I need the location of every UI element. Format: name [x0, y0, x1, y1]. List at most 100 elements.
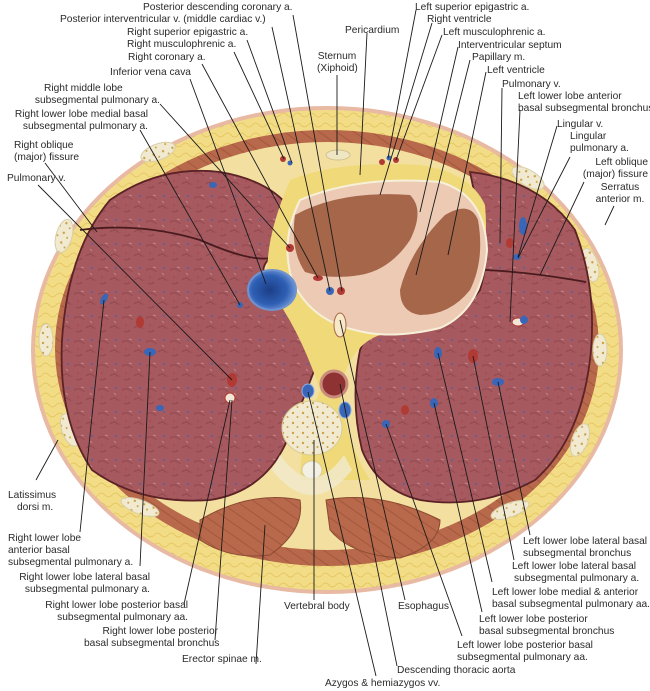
label-lll-lateral-basal-a: Left lower lobe lateral basal subsegment… [512, 561, 639, 585]
label-line: basal subsegmental bronchus [518, 103, 650, 114]
leader-erector [255, 524, 266, 665]
right-oblique-fissure [79, 226, 271, 260]
label-line: basal subsegmental bronchus [84, 638, 220, 649]
vertebral-arch [272, 455, 352, 495]
label-line: (major) fissure [14, 152, 80, 163]
label-line: Serratus [600, 182, 640, 193]
leader-posterior-descending-coronary [292, 14, 343, 292]
leader-right-oblique [44, 162, 98, 233]
label-left-ventricle: Left ventricle [487, 65, 545, 76]
leader-left-musculophrenic [395, 34, 443, 161]
rib [490, 500, 530, 520]
label-line: subsegmental bronchus [523, 548, 632, 559]
label-posterior-descending-coronary-a: Posterior descending coronary a. [143, 2, 293, 13]
label-line: Left lower lobe medial & anterior [492, 587, 639, 598]
label-line: Right middle lobe [44, 83, 123, 94]
label-line: Right lower lobe lateral basal [19, 572, 150, 583]
label-lll-lateral-basal-bronchus: Left lower lobe lateral basal subsegment… [523, 536, 647, 560]
leader-rml [159, 103, 291, 249]
label-right-oblique-fissure: Right oblique (major) fissure [14, 140, 79, 164]
leader-lll-medial-anterior [437, 352, 493, 583]
label-left-lower-lobe-anterior-basal-bronchus: Left lower lobe anterior basal subsegmen… [518, 91, 650, 115]
leader-rll-posterior-bronchus [214, 399, 233, 641]
label-line: subsegmental pulmonary a. [514, 573, 640, 584]
label-line: Left lower lobe lateral basal [523, 536, 648, 547]
azygos-vein [301, 383, 315, 399]
rib [140, 141, 176, 163]
label-rll-posterior-basal-bronchus: Right lower lobe posterior basal subsegm… [84, 626, 220, 650]
vessel-vein [100, 293, 108, 305]
label-line: basal subsegmental pulmonary aa. [492, 599, 650, 610]
label-right-middle-lobe-subsegmental-a: Right middle lobe subsegmental pulmonary… [30, 83, 160, 107]
label-azygos-hemiazygos-vv: Azygos & hemiazygos vv. [325, 678, 441, 689]
leader-esophagus [339, 319, 406, 601]
label-line: Left lower lobe posterior basal [457, 640, 593, 651]
label-serratus-anterior-m: Serratus anterior m. [592, 182, 648, 206]
spinal-canal [301, 460, 323, 480]
label-line: subsegmental pulmonary a. [8, 557, 134, 568]
leader-interventricular-septum [419, 46, 459, 213]
label-sternum-xiphoid: Sternum (Xiphoid) [317, 51, 358, 75]
vessel-vein [386, 155, 392, 161]
leader-lll-posterior-bronchus [433, 402, 483, 613]
leader-pericardium [359, 32, 368, 176]
label-line: Right oblique [14, 140, 74, 151]
vertebral-body-shape [281, 400, 343, 456]
left-oblique-fissure [484, 269, 587, 283]
leader-lines [35, 9, 615, 677]
label-line: Left lower lobe lateral basal [512, 561, 637, 572]
leader-rll-posterior-aa [183, 399, 231, 605]
label-lll-posterior-basal-bronchus: Left lower lobe posterior basal subsegme… [479, 614, 614, 638]
label-left-musculophrenic-a: Left musculophrenic a. [443, 27, 546, 38]
label-papillary-m: Papillary m. [472, 52, 526, 63]
label-line: subsegmental pulmonary aa. [457, 652, 588, 663]
label-left-superior-epigastric-a: Left superior epigastric a. [415, 2, 530, 13]
label-line: subsegmental pulmonary a. [24, 584, 150, 595]
label-line: anterior basal [8, 545, 70, 556]
label-line: Right lower lobe posterior basal [45, 600, 188, 611]
label-vertebral-body: Vertebral body [284, 601, 350, 612]
leader-azygos [307, 391, 377, 677]
leader-posterior-interventricular-v [271, 26, 331, 292]
leader-right-coronary [201, 63, 319, 279]
vessel-vein [520, 316, 528, 324]
label-line: dorsi m. [17, 502, 54, 513]
label-line: subsegmental pulmonary a. [34, 95, 160, 106]
label-rll-lateral-basal-a: Right lower lobe lateral basal subsegmen… [16, 572, 150, 596]
descending-aorta [319, 369, 349, 399]
leader-right-musculophrenic [233, 51, 285, 160]
leader-rll-medial [139, 129, 241, 306]
vessel-vein [519, 217, 527, 235]
vessel-artery [337, 287, 345, 295]
leader-latissimus [35, 439, 59, 481]
label-pulmonary-v-left: Pulmonary v. [502, 79, 561, 90]
label-right-superior-epigastric-a: Right superior epigastric a. [127, 27, 249, 38]
inferior-vena-cava [247, 269, 297, 311]
vessel-artery [379, 159, 385, 165]
label-latissimus-dorsi-m: Latissimus dorsi m. [8, 490, 56, 514]
label-left-oblique-fissure: Left oblique (major) fissure [574, 157, 648, 181]
vessel-vein [156, 405, 164, 411]
label-right-ventricle: Right ventricle [427, 14, 492, 25]
label-line: Lingular [570, 131, 607, 142]
vessel-artery [224, 392, 236, 404]
rib [120, 497, 160, 517]
label-interventricular-septum: Interventricular septum [458, 40, 562, 51]
vessel-artery [136, 316, 144, 328]
label-line: Sternum [317, 51, 357, 62]
leader-right-superior-epigastric [246, 39, 293, 164]
label-right-lower-lobe-medial-basal-a: Right lower lobe medial basal subsegment… [2, 109, 148, 133]
label-line: (Xiphoid) [317, 63, 358, 74]
erector-spinae-right [199, 497, 302, 557]
leader-left-pulmonary-v [499, 87, 503, 244]
leader-right-pulmonary-v [37, 184, 233, 381]
vessel-artery [280, 156, 286, 162]
erector-spinae-left [325, 497, 441, 559]
label-line: Right lower lobe [8, 533, 82, 544]
label-esophagus: Esophagus [398, 601, 449, 612]
rib [511, 166, 545, 190]
label-line: Latissimus [8, 490, 57, 501]
label-lingular-pulmonary-a: Lingular pulmonary a. [570, 131, 629, 155]
